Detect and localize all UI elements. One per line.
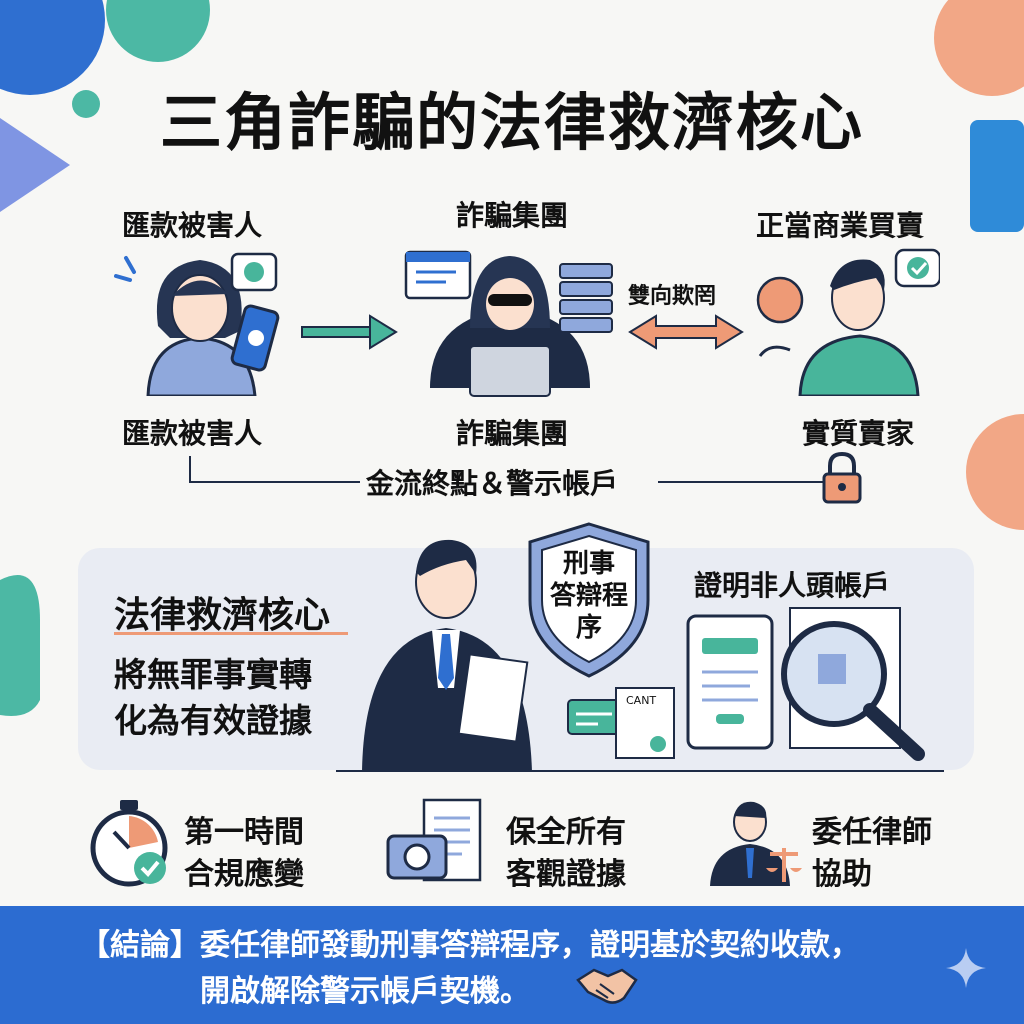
core-title: 法律救濟核心 xyxy=(114,595,331,636)
victim-label-top: 匯款被害人 xyxy=(121,209,262,242)
panel-divider xyxy=(336,770,944,772)
handshake-icon xyxy=(576,968,638,1004)
conclusion-line-2: 開啟解除警示帳戶契機。 xyxy=(200,974,530,1009)
deco-teal-blob xyxy=(0,575,40,716)
deco-blue-rect xyxy=(970,120,1024,232)
core-line-2: 化為有效證據 xyxy=(114,701,312,740)
feature-1-text: 第一時間 合規應變 xyxy=(184,812,304,896)
core-description: 將無罪事實轉 化為有效證據 xyxy=(114,652,312,744)
shield-line-1: 刑事 xyxy=(562,549,615,579)
lawyer-scale-icon xyxy=(710,801,802,886)
merchant-label: 正當商業買賣 xyxy=(755,209,924,242)
double-arrow-icon xyxy=(628,314,744,350)
money-flow-label: 金流終點＆警示帳戶 xyxy=(366,467,619,500)
seller-label: 實質賣家 xyxy=(801,417,914,450)
lock-icon xyxy=(822,452,862,504)
fraud-label-top: 詐騙集團 xyxy=(455,199,568,232)
core-title-underline xyxy=(114,632,348,635)
deco-orange-circle xyxy=(934,0,1024,96)
conclusion-banner xyxy=(0,906,1024,1024)
shield-text: 刑事 答辯程 序 xyxy=(524,548,654,644)
victim-illustration xyxy=(114,252,280,396)
fraud-label-bottom: 詐騙集團 xyxy=(455,417,568,450)
page-title: 三角詐騙的法律救濟核心 xyxy=(159,86,864,159)
arrow-right-icon xyxy=(301,314,398,350)
shield-line-2: 答辯程 xyxy=(549,581,628,611)
feature-2-line-2: 客觀證據 xyxy=(506,857,626,892)
shield-line-3: 序 xyxy=(575,613,602,643)
doc-text: CANT xyxy=(626,694,657,707)
deco-blue-circle xyxy=(0,0,105,95)
proof-documents-illustration xyxy=(567,607,925,761)
feature-3-text: 委任律師 協助 xyxy=(812,812,932,896)
deco-orange-half-circle xyxy=(966,414,1024,530)
fraud-hacker-illustration xyxy=(404,250,613,397)
deco-teal-circle xyxy=(106,0,210,62)
stopwatch-check-icon xyxy=(90,800,168,887)
feature-2-text: 保全所有 客觀證據 xyxy=(506,812,626,896)
feature-1-line-1: 第一時間 xyxy=(184,815,304,850)
conclusion-line-1: 【結論】委任律師發動刑事答辯程序，證明基於契約收款， xyxy=(80,928,860,963)
feature-3-line-2: 協助 xyxy=(812,857,872,892)
two-way-deception-label: 雙向欺罔 xyxy=(628,284,717,309)
core-line-1: 將無罪事實轉 xyxy=(114,655,312,694)
deco-teal-dot xyxy=(72,90,100,118)
proof-label: 證明非人頭帳戶 xyxy=(694,569,891,602)
deco-triangle xyxy=(0,118,70,212)
shield-icon xyxy=(528,522,650,678)
feature-3-line-1: 委任律師 xyxy=(812,815,932,850)
money-flow-line xyxy=(189,456,828,483)
feature-2-line-1: 保全所有 xyxy=(506,815,626,850)
lawyer-illustration xyxy=(362,539,532,772)
merchant-illustration xyxy=(756,248,940,396)
sparkle-icon xyxy=(946,948,986,988)
victim-label-bottom: 匯款被害人 xyxy=(121,417,262,450)
camera-documents-icon xyxy=(386,798,482,882)
feature-1-line-2: 合規應變 xyxy=(184,857,304,892)
